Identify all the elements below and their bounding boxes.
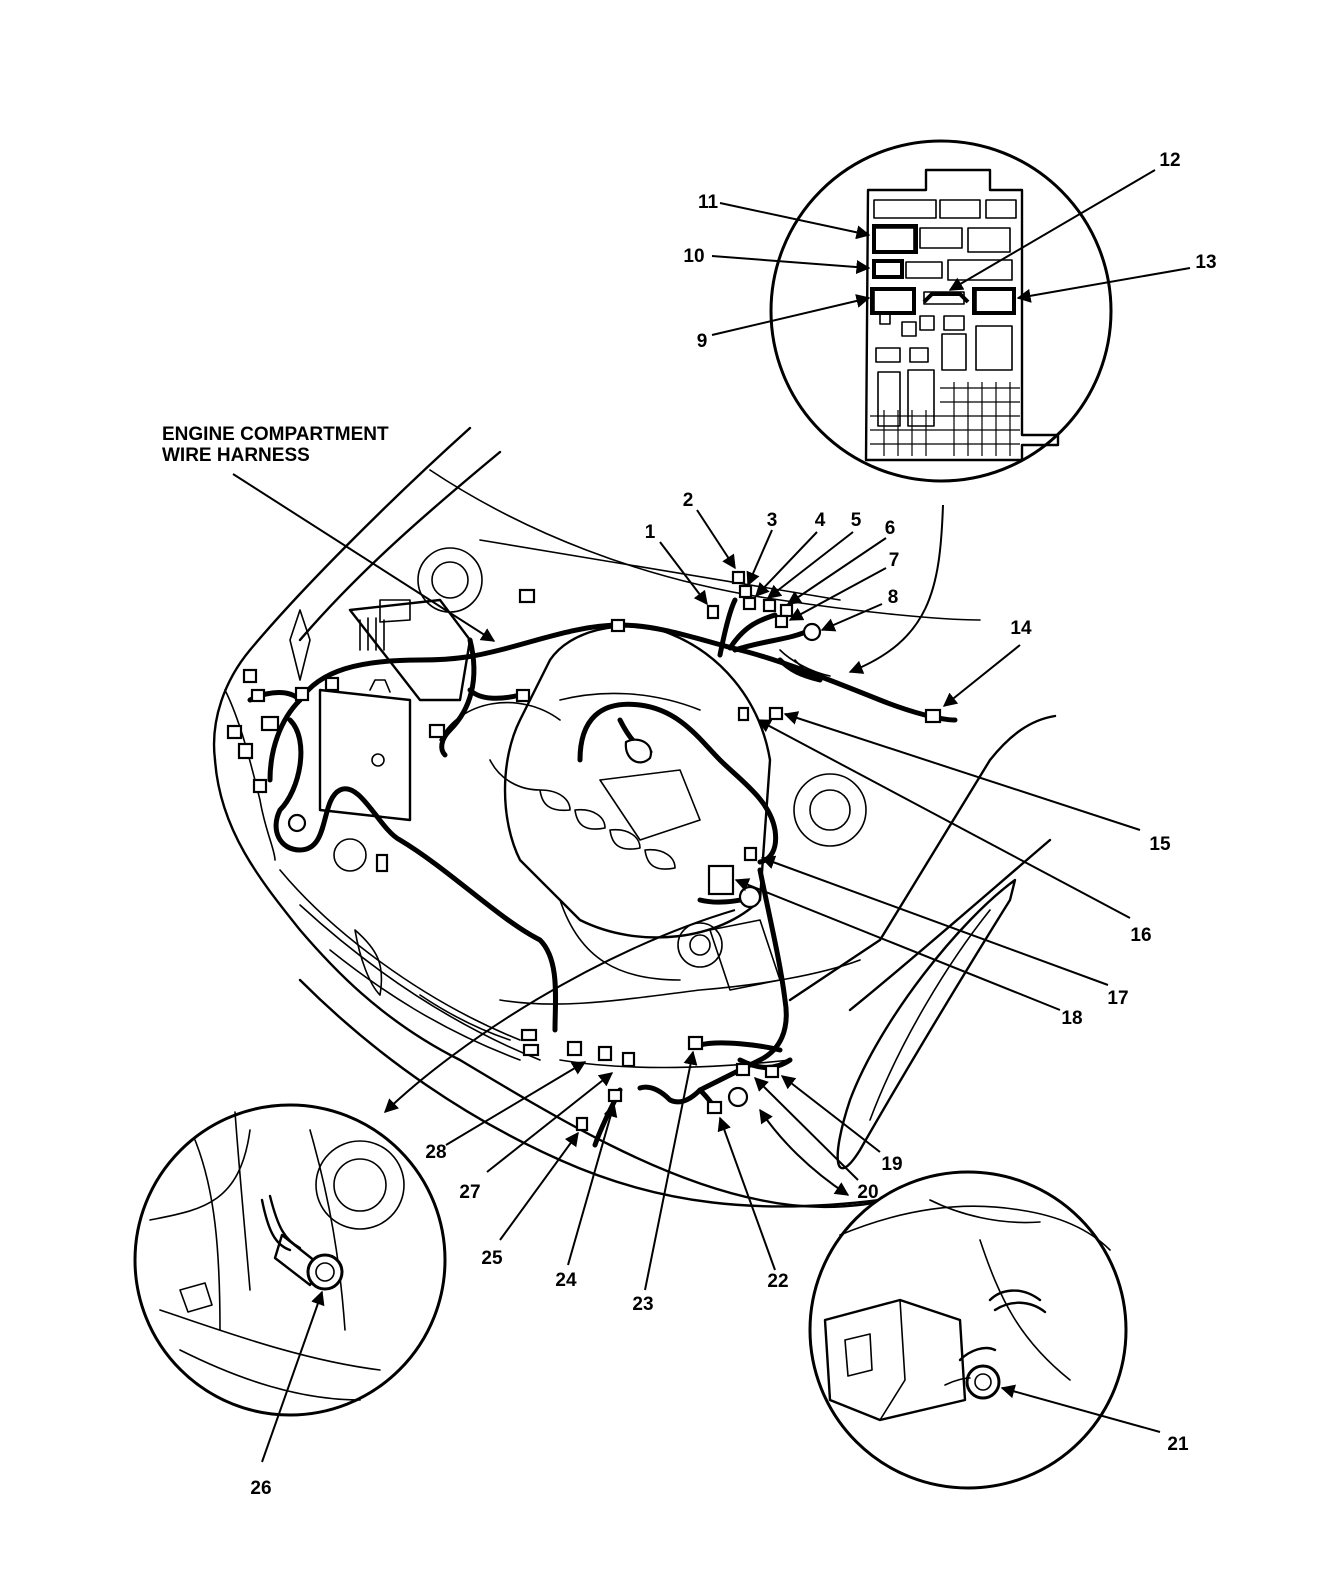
callout-1: 1 <box>645 522 656 543</box>
callout-27: 27 <box>459 1182 480 1203</box>
callout-16: 16 <box>1130 925 1151 946</box>
ground-detail-left <box>133 1103 447 1417</box>
callout-28: 28 <box>425 1142 446 1163</box>
callout-21: 21 <box>1167 1434 1189 1455</box>
wire-harness <box>247 597 958 1148</box>
callout-25: 25 <box>481 1248 503 1269</box>
callout-8: 8 <box>888 587 899 608</box>
callout-leaders <box>232 169 1191 1463</box>
harness-connectors <box>226 570 942 1132</box>
callout-13: 13 <box>1195 252 1216 273</box>
fuse-relay-box-detail <box>769 139 1113 483</box>
callout-10: 10 <box>683 246 704 267</box>
callout-17: 17 <box>1107 988 1128 1009</box>
callout-24: 24 <box>555 1270 577 1291</box>
callout-22: 22 <box>767 1271 788 1292</box>
callout-7: 7 <box>889 550 900 571</box>
callout-2: 2 <box>683 490 694 511</box>
callout-5: 5 <box>851 510 862 531</box>
callout-9: 9 <box>697 331 708 352</box>
callout-6: 6 <box>885 518 896 539</box>
callout-23: 23 <box>632 1294 653 1315</box>
engine-compartment-outline <box>212 426 1057 1209</box>
ground-detail-right <box>808 1170 1128 1490</box>
callout-11: 11 <box>698 192 719 213</box>
callout-26: 26 <box>250 1478 271 1499</box>
callout-15: 15 <box>1149 834 1171 855</box>
harness-title-line-2: WIRE HARNESS <box>162 445 310 466</box>
callout-labels: 1 2 3 4 5 6 7 8 9 10 11 12 13 14 15 16 1… <box>250 150 1216 1499</box>
harness-title-line-1: ENGINE COMPARTMENT <box>162 424 389 445</box>
callout-12: 12 <box>1159 150 1180 171</box>
callout-3: 3 <box>767 510 778 531</box>
callout-20: 20 <box>857 1182 878 1203</box>
callout-19: 19 <box>881 1154 902 1175</box>
callout-4: 4 <box>815 510 826 531</box>
detail-arrows <box>383 504 944 1196</box>
callout-14: 14 <box>1010 618 1032 639</box>
callout-18: 18 <box>1061 1008 1082 1029</box>
